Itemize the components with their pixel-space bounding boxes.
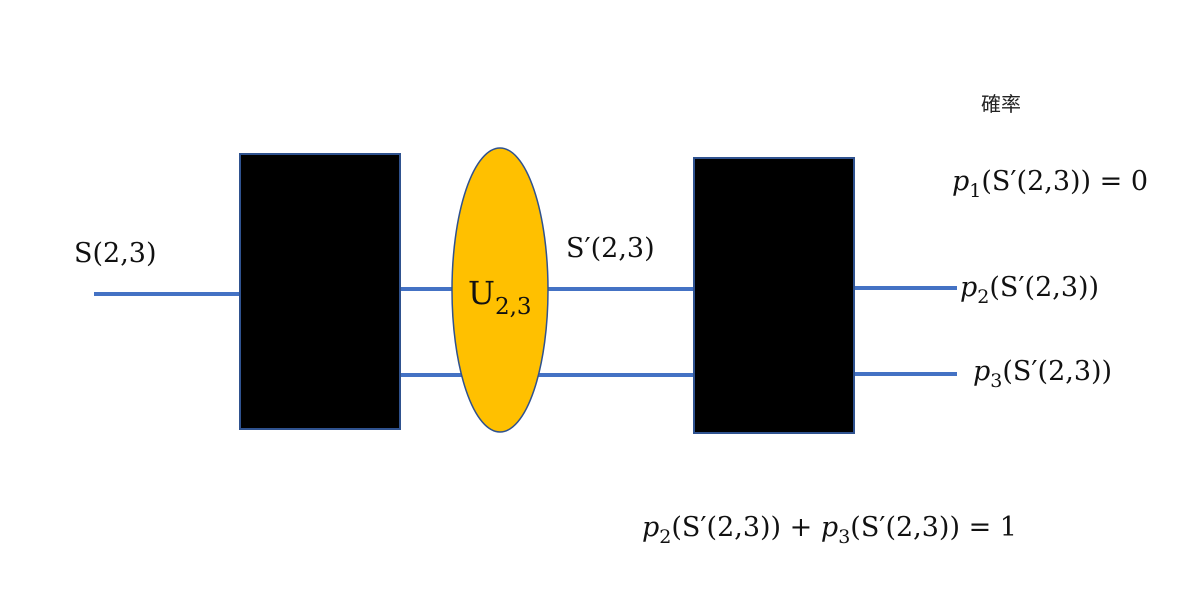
unitary-ellipse — [451, 147, 549, 433]
p3-argument: (S′(2,3)) — [1002, 356, 1113, 387]
sum-term1-argument: (S′(2,3)) + — [671, 512, 821, 543]
p3-index: 3 — [990, 370, 1003, 392]
probability-header: 確率 — [981, 92, 1021, 116]
p1-index: 1 — [969, 180, 982, 202]
probability-p3: p3(S′(2,3)) — [973, 356, 1113, 391]
unitary-label: U2,3 — [468, 274, 532, 319]
p1-symbol: p — [952, 166, 970, 197]
p2-argument: (S′(2,3)) — [989, 272, 1100, 303]
input-state-label: S(2,3) — [74, 238, 157, 270]
sum-term1-symbol: p — [642, 512, 660, 543]
p1-argument: (S′(2,3)) = 0 — [981, 166, 1149, 197]
sum-equation: p2(S′(2,3)) + p3(S′(2,3)) = 1 — [642, 512, 1017, 547]
sum-term1-index: 2 — [659, 526, 672, 548]
p3-symbol: p — [973, 356, 991, 387]
unitary-subscript: 2,3 — [494, 294, 532, 320]
output-state-label: S′(2,3) — [566, 233, 655, 265]
unitary-name: U — [468, 274, 495, 312]
probability-p1: p1(S′(2,3)) = 0 — [952, 166, 1149, 201]
output-black-box — [693, 157, 855, 434]
sum-term2-symbol: p — [820, 512, 839, 543]
probability-p2: p2(S′(2,3)) — [960, 272, 1100, 307]
output-state-text: S′(2,3) — [566, 233, 655, 264]
sum-term2-argument: (S′(2,3)) = 1 — [850, 512, 1017, 543]
p2-symbol: p — [960, 272, 978, 303]
input-state-text: S(2,3) — [74, 238, 157, 269]
input-black-box — [239, 153, 401, 430]
p2-index: 2 — [977, 286, 990, 308]
sum-term2-index: 3 — [838, 526, 851, 548]
